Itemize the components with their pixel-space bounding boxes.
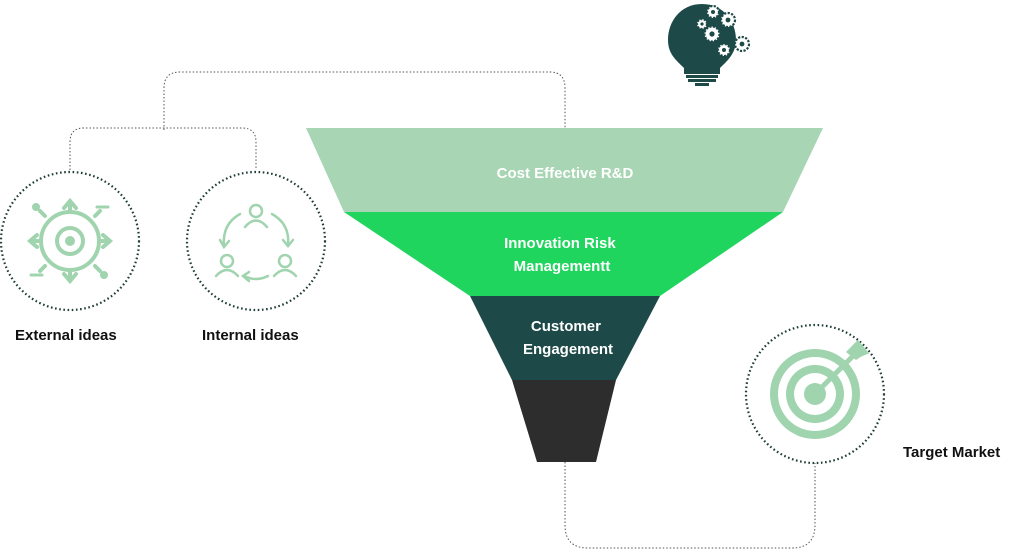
- people-cycle-icon: [214, 203, 298, 283]
- connector-top: [163, 71, 566, 130]
- target-market-label: Target Market: [903, 444, 1001, 461]
- compass-arrows-icon: [26, 197, 114, 285]
- funnel-stage-1-label: Cost Effective R&D: [497, 165, 634, 182]
- funnel-stage-1: [306, 128, 823, 212]
- funnel-stage-2: [344, 212, 783, 296]
- connector-inputs: [69, 127, 257, 170]
- external-ideas-node: [0, 170, 141, 312]
- internal-ideas-label: Internal ideas: [202, 327, 299, 344]
- internal-ideas-node: [185, 170, 327, 312]
- target-dart-icon: [770, 340, 870, 439]
- target-market-node: [744, 323, 886, 465]
- funnel-stage-4: [512, 380, 616, 462]
- funnel: Cost Effective R&D Innovation Risk Manag…: [306, 128, 823, 462]
- funnel-stage-3: [470, 296, 660, 380]
- connector-lines: [69, 71, 816, 549]
- external-ideas-label: External ideas: [15, 327, 117, 344]
- connector-bottom: [564, 462, 816, 549]
- lightbulb-gears-icon: [668, 4, 751, 86]
- funnel-stage-2-label: Innovation Risk Managementt: [504, 235, 620, 275]
- funnel-stage-3-label: Customer Engagement: [523, 318, 613, 358]
